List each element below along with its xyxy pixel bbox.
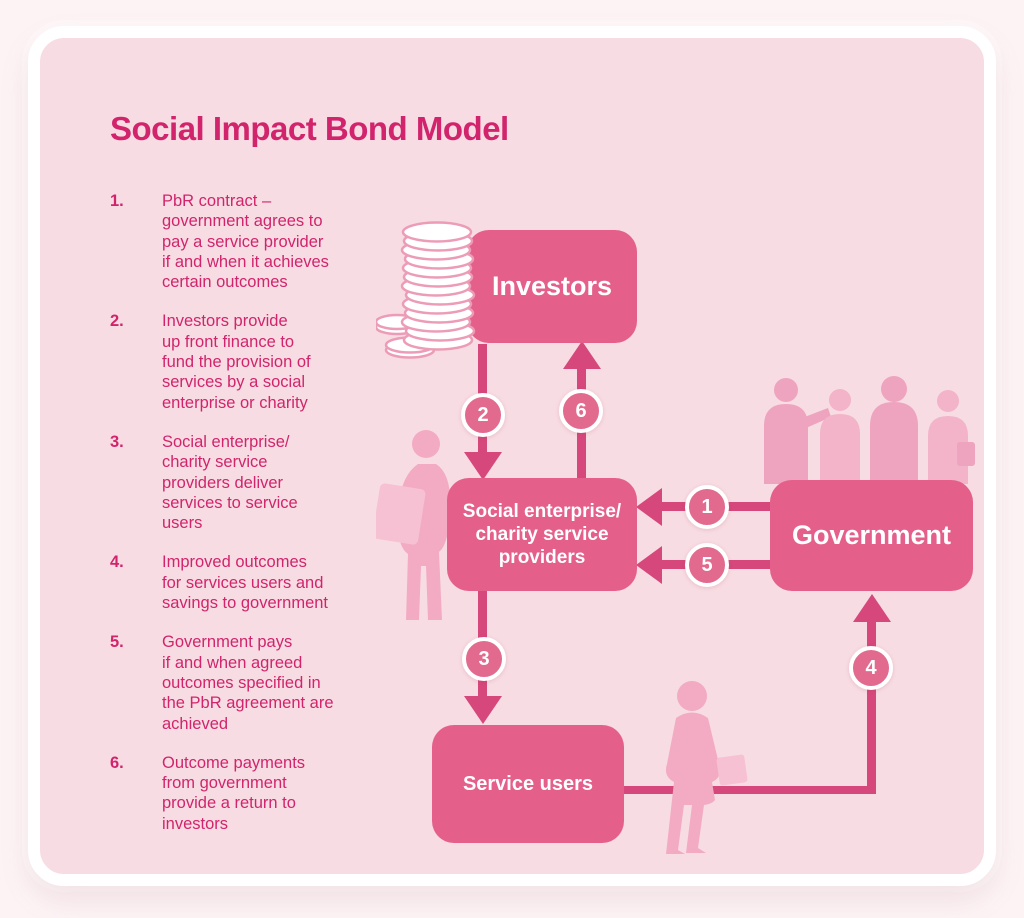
legend-number: 1.: [110, 192, 124, 210]
coin-stack-icon: [376, 221, 476, 359]
legend-number: 5.: [110, 633, 124, 652]
legend-number: 4.: [110, 553, 124, 572]
legend-text: Social enterprise/ charity service provi…: [162, 432, 298, 533]
page-title: Social Impact Bond Model: [110, 110, 509, 147]
arrow-4-horizontal-line: [616, 786, 876, 794]
arrow-1-head-left-icon: [636, 488, 662, 526]
node-investors: Investors: [467, 230, 637, 343]
arrow-4-vertical-line: [867, 620, 876, 794]
people-group-silhouette-icon: [764, 376, 975, 484]
flow-marker-2: 2: [461, 393, 505, 437]
arrow-2-head-down-icon: [464, 452, 502, 480]
arrow-5-head-left-icon: [636, 546, 662, 584]
node-government: Government: [770, 480, 973, 591]
legend-number: 6.: [110, 753, 124, 772]
legend-text: Government pays if and when agreed outco…: [162, 633, 334, 733]
legend-number: 3.: [110, 432, 124, 451]
legend-text: Improved outcomes for services users and…: [162, 553, 329, 613]
legend-number: 2.: [110, 312, 124, 331]
flow-marker-3: 3: [462, 637, 506, 681]
node-providers: Social enterprise/ charity service provi…: [447, 478, 637, 591]
flow-marker-1: 1: [685, 485, 729, 529]
node-label: Service users: [462, 772, 594, 795]
legend-item-4: 4. Improved outcomes for services users …: [110, 552, 360, 613]
legend-list: 1. PbR contract – government agrees to p…: [110, 191, 360, 853]
node-label: Government: [791, 520, 952, 550]
woman-silhouette-icon: [665, 681, 748, 854]
legend-item-5: 5. Government pays if and when agreed ou…: [110, 632, 360, 733]
flow-marker-5: 5: [685, 543, 729, 587]
flow-marker-4: 4: [849, 646, 893, 690]
flow-marker-6: 6: [559, 389, 603, 433]
legend-text: Investors provide up front finance to fu…: [162, 312, 311, 412]
arrow-4-head-up-icon: [853, 594, 891, 622]
arrow-6-head-up-icon: [563, 341, 601, 369]
legend-item-3: 3. Social enterprise/ charity service pr…: [110, 432, 360, 533]
node-service-users: Service users: [432, 725, 624, 843]
person-with-bag-silhouette-icon: [376, 430, 451, 620]
legend-text: Outcome payments from government provide…: [162, 753, 306, 833]
arrow-3-head-down-icon: [464, 696, 502, 724]
node-label: Social enterprise/ charity service provi…: [462, 501, 622, 568]
legend-item-1: 1. PbR contract – government agrees to p…: [110, 191, 360, 292]
legend-item-6: 6. Outcome payments from government prov…: [110, 753, 360, 834]
diagram-card: Social Impact Bond Model 1. PbR contract…: [28, 26, 996, 886]
legend-text: PbR contract – government agrees to pay …: [162, 192, 329, 292]
legend-item-2: 2. Investors provide up front finance to…: [110, 311, 360, 412]
node-label: Investors: [491, 271, 613, 301]
